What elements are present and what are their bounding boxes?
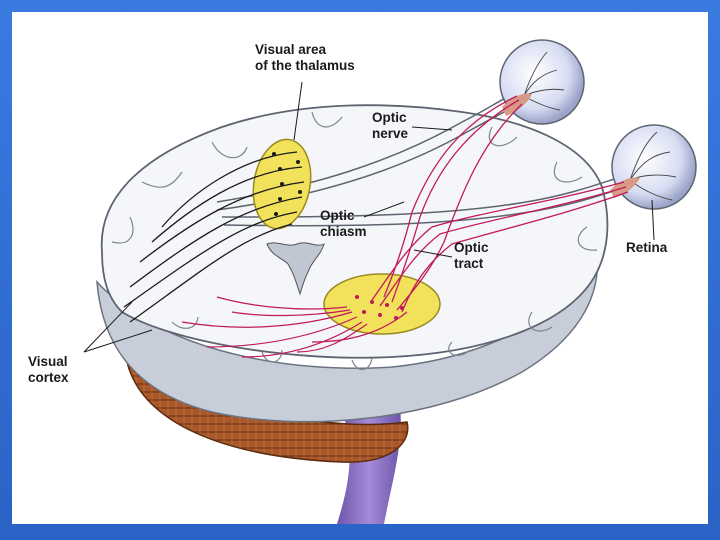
label-retina-line1: Retina bbox=[626, 240, 668, 255]
label-optic-chiasm-line2: chiasm bbox=[320, 224, 367, 239]
label-visual-cortex-line2: cortex bbox=[28, 370, 69, 385]
left-optic-disc bbox=[502, 93, 532, 116]
label-optic-chiasm-line1: Optic bbox=[320, 208, 355, 223]
label-visual-cortex-line1: Visual bbox=[28, 354, 68, 369]
leader-lines bbox=[83, 81, 655, 353]
optic-fibers bbox=[371, 95, 629, 313]
brain-slice bbox=[100, 104, 609, 359]
label-visual-cortex: Visual cortex bbox=[28, 354, 69, 386]
label-optic-nerve: Optic nerve bbox=[372, 110, 408, 142]
label-optic-tract: Optic tract bbox=[454, 240, 489, 272]
ventricle bbox=[266, 242, 325, 296]
label-optic-nerve-line2: nerve bbox=[372, 126, 409, 141]
label-thalamus-line2: of the thalamus bbox=[255, 58, 355, 73]
tract-synapse-dots bbox=[355, 295, 404, 320]
label-thalamus-line1: Visual area bbox=[255, 42, 327, 57]
label-optic-nerve-line1: Optic bbox=[372, 110, 407, 125]
label-thalamus: Visual area of the thalamus bbox=[255, 42, 355, 74]
label-optic-tract-line2: tract bbox=[454, 256, 484, 271]
visual-pathway-diagram bbox=[83, 39, 697, 524]
diagram-panel: Visual area of the thalamus Optic nerve … bbox=[12, 12, 708, 524]
label-optic-tract-line1: Optic bbox=[454, 240, 489, 255]
optic-radiation-fibers bbox=[181, 296, 408, 358]
label-optic-chiasm: Optic chiasm bbox=[320, 208, 367, 240]
brain-lower-surface bbox=[96, 251, 599, 423]
label-retina: Retina bbox=[626, 240, 667, 256]
right-eyeball bbox=[611, 124, 697, 210]
thalamus-synapse-dots bbox=[272, 152, 302, 216]
